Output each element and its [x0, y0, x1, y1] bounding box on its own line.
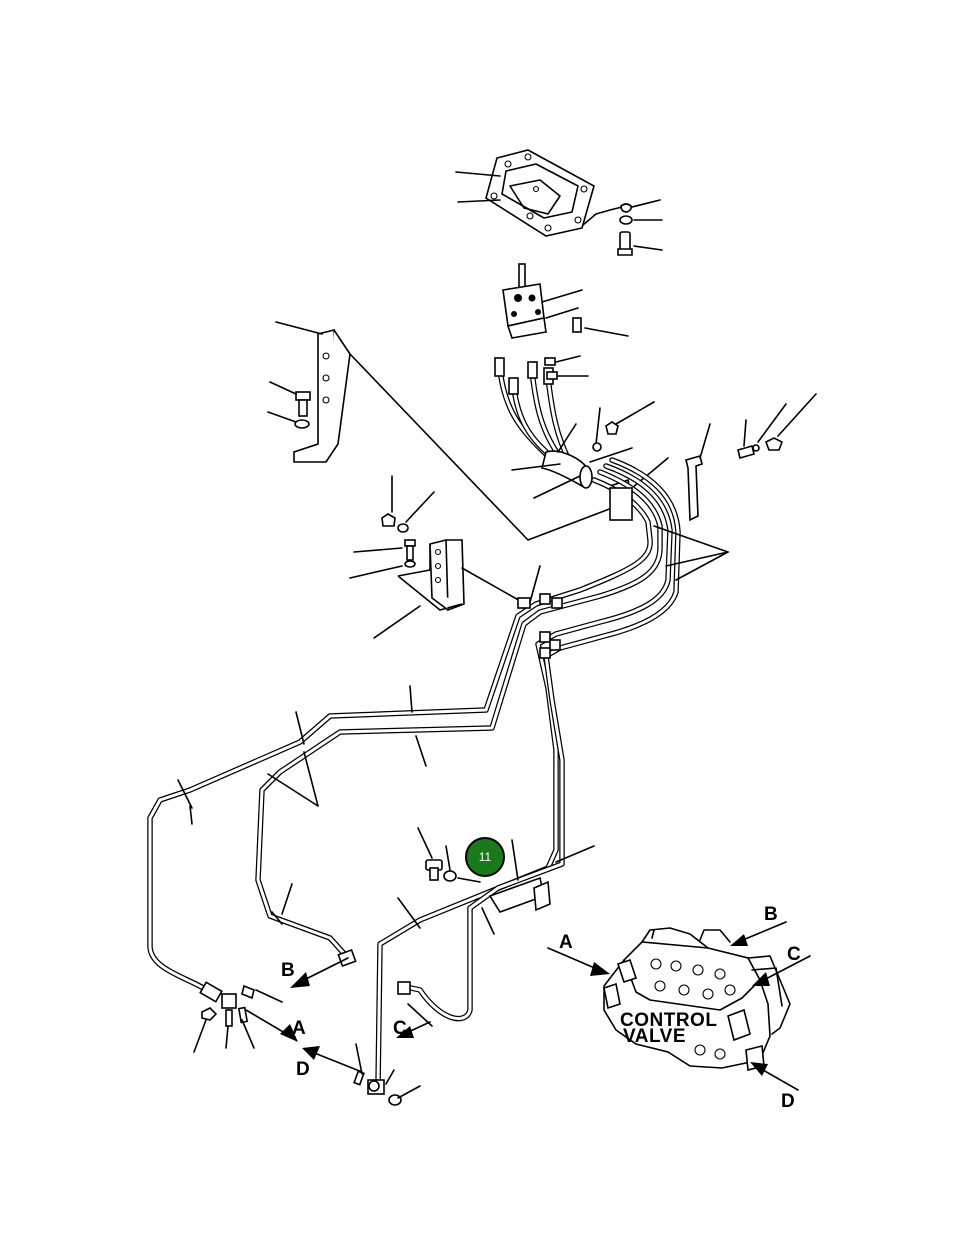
- label-a-valve: A: [559, 932, 573, 953]
- callout-11[interactable]: 11: [465, 837, 505, 877]
- control-valve-inset: [547, 921, 811, 1091]
- callout-number: 11: [479, 850, 492, 864]
- label-a-main: A: [292, 1018, 306, 1039]
- leader-lines-cover: [455, 171, 623, 226]
- right-bracket: [685, 393, 817, 522]
- label-c-main: C: [393, 1018, 407, 1039]
- left-upright-bracket: [267, 321, 613, 541]
- bolt-pilot: [572, 317, 629, 337]
- flow-arrows: [245, 957, 431, 1073]
- lower-clamp: [271, 827, 595, 935]
- tube-bundle: [147, 457, 681, 1089]
- control-valve-label-line1: CONTROL: [620, 1010, 717, 1031]
- callout-circle[interactable]: [465, 837, 505, 877]
- bottom-fittings: [193, 948, 433, 1106]
- label-d-valve: D: [781, 1091, 795, 1112]
- label-c-valve: C: [787, 944, 801, 965]
- pilot-hoses: [494, 355, 593, 489]
- label-d-main: D: [296, 1059, 310, 1080]
- leader-lines-hoses: [511, 401, 655, 499]
- washer-nut-stack: [617, 199, 663, 256]
- bundle-leaders: [177, 525, 729, 825]
- center-bracket: [349, 475, 523, 639]
- pilot-valve-body: [502, 263, 583, 339]
- label-b-valve: B: [764, 904, 778, 925]
- cover-plate: [485, 149, 595, 237]
- control-valve-label-line2: VALVE: [623, 1026, 686, 1047]
- label-b-main: B: [281, 960, 295, 981]
